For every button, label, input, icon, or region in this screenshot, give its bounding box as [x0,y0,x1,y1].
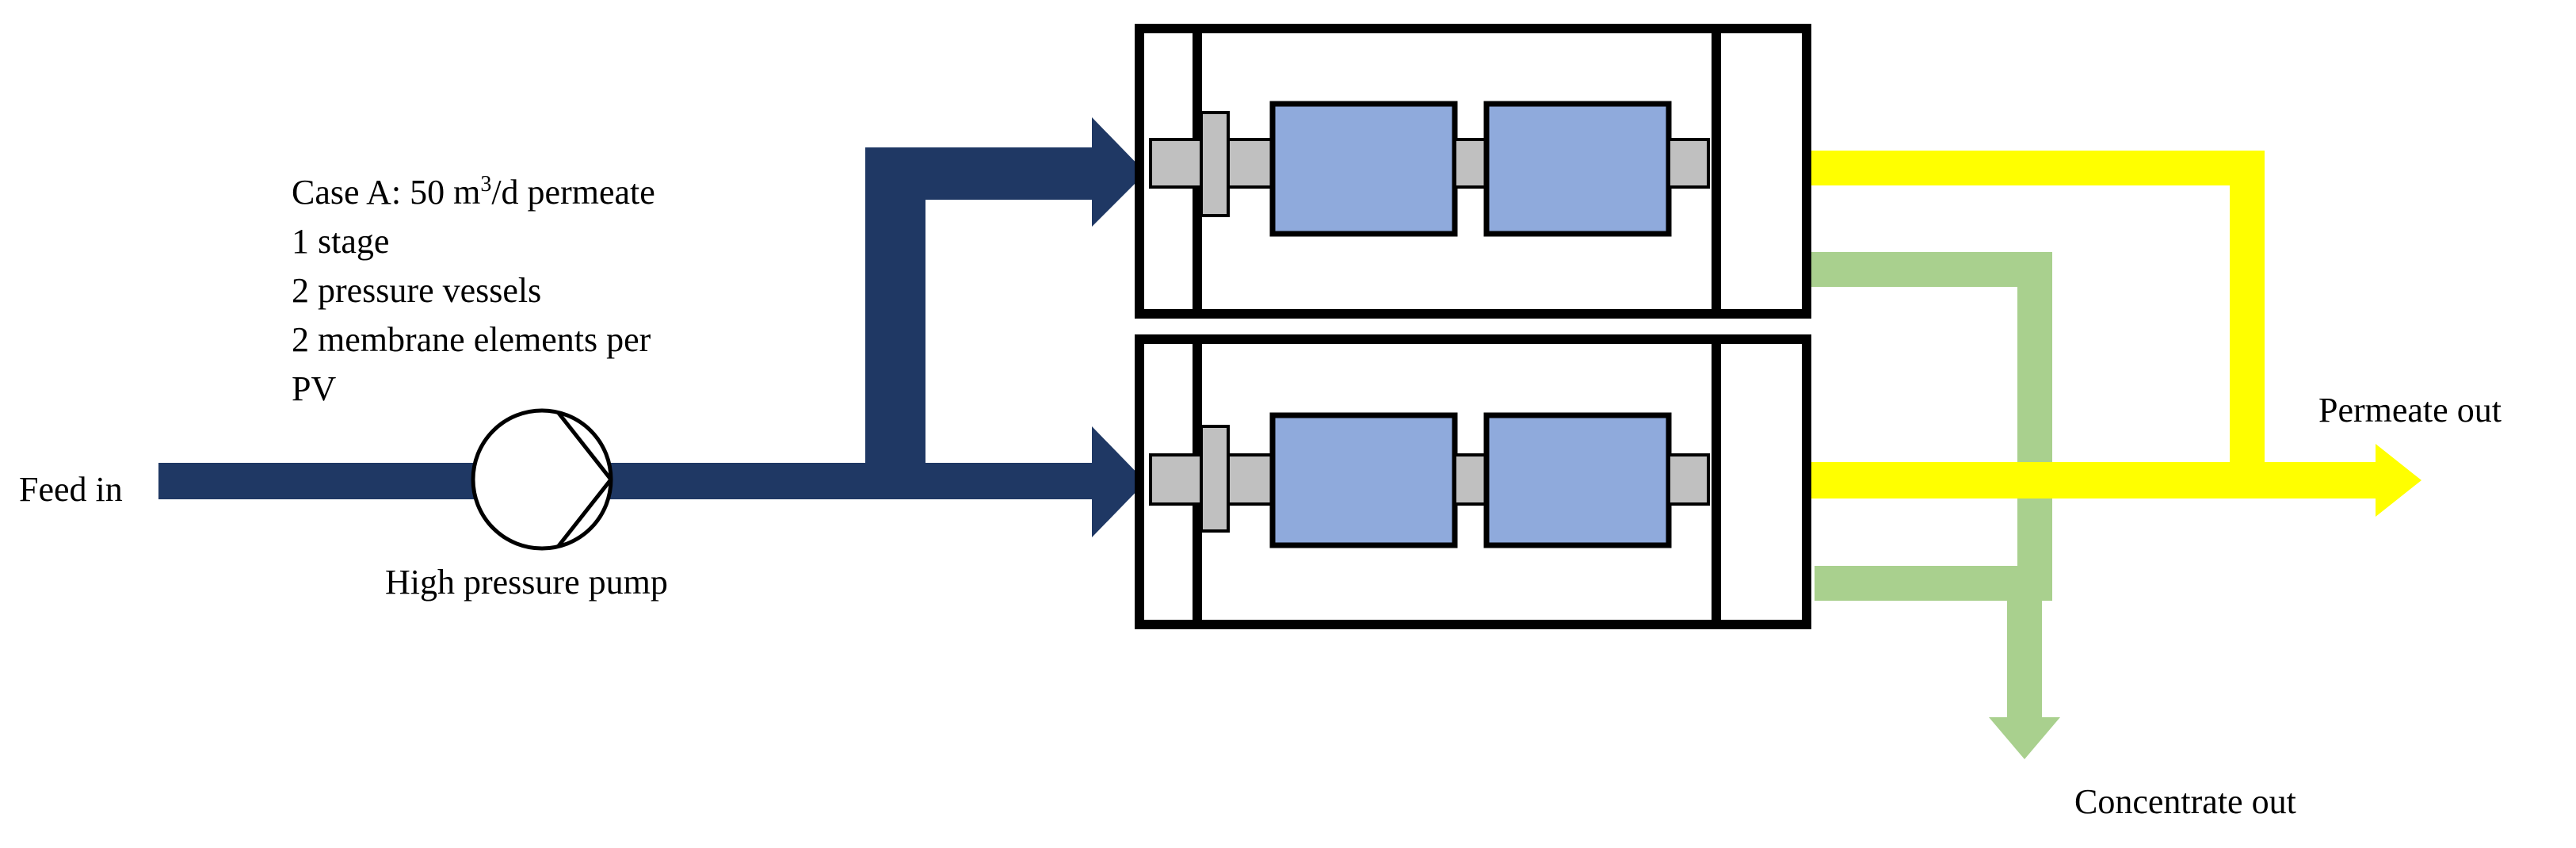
connector [1667,138,1710,189]
connector [1453,138,1488,189]
membrane-element-icon [1483,101,1672,237]
connector [1667,453,1710,506]
concentrate-line [1718,252,2060,759]
pressure-vessel-lower [1135,334,1811,629]
case-elements-cont: PV [292,369,337,408]
end-cap [1200,111,1230,217]
pressure-vessel-upper [1135,24,1811,319]
concentrate-out-label: Concentrate out [2074,782,2296,821]
feed-in-label: Feed in [19,470,123,509]
permeate-out-label: Permeate out [2318,391,2502,430]
permeate-crossing [1981,462,2084,498]
connector [1227,138,1274,189]
case-stages: 1 stage [292,222,390,261]
end-cap [1200,425,1230,533]
pump-icon [471,408,613,551]
membrane-element-icon [1269,412,1458,548]
connector [1227,453,1274,506]
feed-line [158,117,1146,537]
case-title: Case A: 50 m3/d permeate [292,172,655,212]
case-description: Case A: 50 m3/d permeate 1 stage 2 press… [292,168,655,414]
membrane-element-icon [1483,412,1672,548]
pump-label: High pressure pump [385,563,668,602]
connector [1453,453,1488,506]
connector [1149,138,1203,189]
connector [1149,453,1203,506]
case-elements: 2 membrane elements per [292,320,651,359]
case-vessels: 2 pressure vessels [292,271,542,310]
permeate-line [1718,151,2421,517]
membrane-element-icon [1269,101,1458,237]
